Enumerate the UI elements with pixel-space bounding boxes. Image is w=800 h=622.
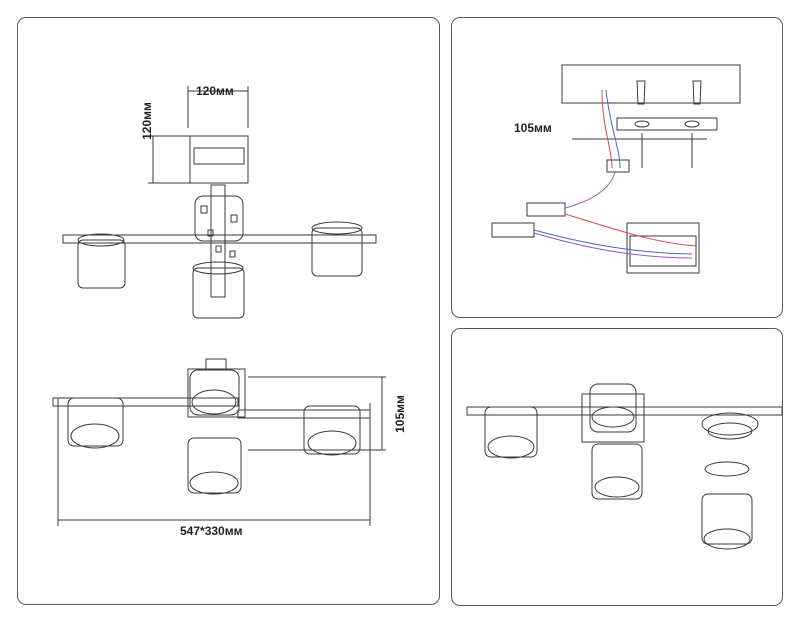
overall-size-label: 547*330мм <box>180 524 243 538</box>
canopy-box <box>626 222 700 274</box>
left-shade <box>77 239 126 289</box>
top-width-label: 120мм <box>196 84 234 98</box>
horizontal-arm <box>62 234 377 244</box>
dimensions-panel: 120мм 120мм 105мм 547*330мм <box>17 17 440 605</box>
mount-depth-label: 105мм <box>514 121 552 135</box>
side-height-label: 105мм <box>392 395 407 433</box>
center-top-shade <box>194 195 244 242</box>
bottom-shade <box>192 267 245 319</box>
top-height-label: 120мм <box>139 102 154 140</box>
canopy-box <box>189 135 249 184</box>
mounting-panel: 105мм <box>451 17 783 318</box>
assembly-drawing <box>466 383 782 550</box>
assembly-panel <box>451 328 783 606</box>
mounting-bar <box>616 117 718 131</box>
front-view-drawing <box>52 358 386 526</box>
right-shade <box>311 227 363 277</box>
mounting-drawing <box>491 64 741 274</box>
top-view-drawing <box>52 86 386 526</box>
ceiling <box>561 64 741 104</box>
